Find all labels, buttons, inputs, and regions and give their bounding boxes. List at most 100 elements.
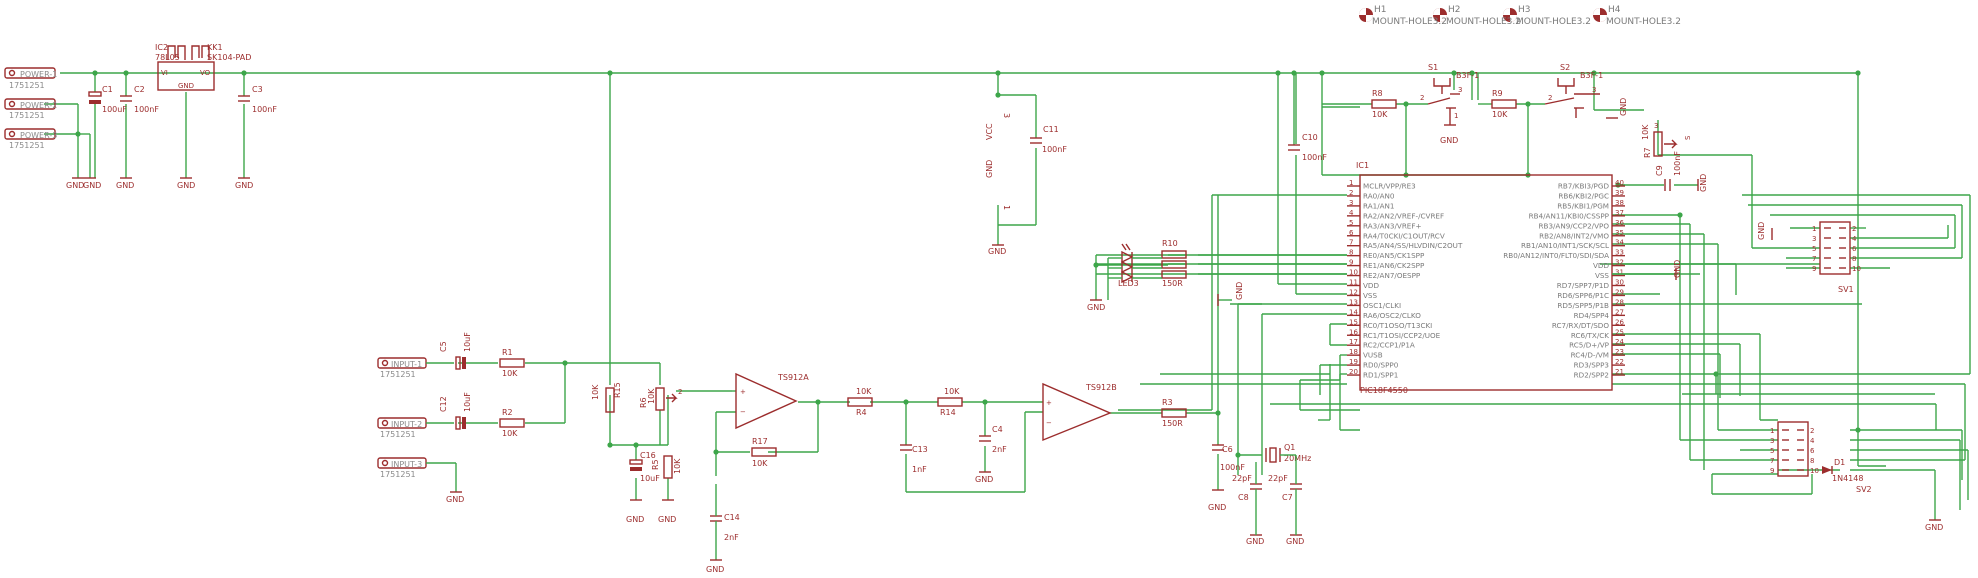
c4-ref: C4 [992, 425, 1003, 434]
mcu-pin-label: RD4/SPP4 [1574, 311, 1610, 320]
mount-hole-icon [1359, 8, 1373, 22]
mount-hole-icon [1593, 8, 1607, 22]
header-pin-number: 3 [1770, 437, 1774, 445]
pin-number: 3 [1002, 113, 1011, 118]
r4-value: 10K [856, 387, 872, 396]
opamp-plus: + [740, 388, 746, 396]
gnd-label: GND [1286, 537, 1304, 546]
pin-number: 2 [1420, 94, 1424, 102]
header-pin-number: 8 [1852, 255, 1856, 263]
pin-label: S [1684, 135, 1692, 140]
mount-hole-ref: H1 [1374, 5, 1387, 15]
mcu-ref: IC1 [1356, 161, 1369, 170]
mcu-pin-number: 19 [1349, 358, 1358, 366]
mcu-pin-label: RE2/AN7/OESPP [1363, 271, 1421, 280]
header-pin-number: 10 [1852, 265, 1861, 273]
analog-front-end: C5 10uF C12 10uF R1 10K R2 10K R15 10K R… [439, 332, 1187, 574]
mcu-value: PIC18F4550 [1360, 386, 1408, 395]
sv1-ref: SV1 [1838, 285, 1854, 294]
decoupling-c10: C10 100nF [1288, 133, 1327, 162]
mcu-left-pins: MCLR/VPP/RE31RA0/AN02RA1/AN13RA2/AN2/VRE… [1347, 179, 1463, 380]
mcu-pin-number: 21 [1615, 368, 1624, 376]
mcu-pin-label: RB6/KBI2/PGC [1558, 191, 1609, 200]
mount-hole-value: MOUNT-HOLE3.2 [1516, 17, 1591, 27]
r14-ref: R14 [940, 408, 956, 417]
mcu-pin-label: RA2/AN2/VREF-/CVREF [1363, 211, 1444, 220]
pin-number: 3 [1458, 86, 1462, 94]
c14-value: 2nF [724, 533, 739, 542]
mcu-pin-number: 12 [1349, 288, 1358, 296]
mount-hole-ref: H3 [1518, 5, 1531, 15]
regulator-pin-vi: VI [161, 69, 168, 77]
gnd-label: GND [1235, 282, 1244, 300]
mcu-pin-number: 4 [1349, 209, 1354, 217]
mcu-pin-label: RC4/D-/VM [1571, 351, 1609, 360]
mcu-pin-number: 35 [1615, 229, 1624, 237]
c11-value: 100nF [1042, 145, 1067, 154]
mcu-pin-label: RC7/RX/DT/SDO [1552, 321, 1609, 330]
r1-ref: R1 [502, 348, 513, 357]
mcu-pin-label: RC2/CCP1/P1A [1363, 341, 1415, 350]
r5-ref: R5 [651, 459, 660, 470]
mcu-pin-label: RD2/SPP2 [1574, 371, 1609, 380]
c2-value: 100nF [134, 105, 159, 114]
connector-label: POWER-2 [20, 101, 57, 110]
header-pin-number: 5 [1812, 245, 1816, 253]
opamp-a-ref: TS912A [777, 373, 809, 382]
header-pin-number: 4 [1852, 235, 1857, 243]
mcu-pin-label: VDD [1363, 281, 1379, 290]
connector-label: POWER-1 [20, 70, 57, 79]
gnd-label: GND [66, 181, 84, 190]
heatsink-value: SK104-PAD [207, 53, 251, 62]
opamp-minus: − [1046, 419, 1052, 427]
mcu-pin-number: 33 [1615, 249, 1624, 257]
r8-ref: R8 [1372, 89, 1383, 98]
connector-value: 1751251 [9, 111, 45, 120]
gnd-label: GND [1619, 98, 1628, 116]
regulator-pin-gnd: GND [178, 82, 194, 90]
led-indicators: R10 150R LED3 GND [1087, 239, 1187, 312]
c1-ref: C1 [102, 85, 113, 94]
pin-number: 1 [1002, 205, 1011, 210]
vcc-label: VCC [985, 123, 994, 140]
mcu-pin-number: 28 [1615, 298, 1624, 306]
mcu-pin-number: 36 [1615, 219, 1624, 227]
header-pin-number: 4 [1810, 437, 1815, 445]
microcontroller: IC1 PIC18F4550 MCLR/VPP/RE31RA0/AN02RA1/… [1347, 161, 1625, 395]
connector-value: 1751251 [380, 470, 416, 479]
pin-number: 2 [678, 388, 682, 396]
mcu-pin-number: 11 [1349, 279, 1358, 287]
mcu-pin-label: RC5/D+/VP [1569, 341, 1610, 350]
s1-value: B3F-1 [1456, 71, 1479, 80]
mcu-pin-label: RD3/SPP3 [1574, 361, 1609, 370]
mcu-pin-number: 3 [1349, 199, 1353, 207]
header-pin-number: 8 [1810, 457, 1814, 465]
mcu-pin-number: 29 [1615, 288, 1624, 296]
c4-value: 2nF [992, 445, 1007, 454]
d1-value: 1N4148 [1832, 474, 1863, 483]
header-pin-number: 5 [1770, 447, 1774, 455]
gnd-label: GND [975, 475, 993, 484]
r17-value: 10K [752, 459, 768, 468]
gnd-label: GND [116, 181, 134, 190]
header-pin-number: 7 [1770, 457, 1774, 465]
switch-s1: R8 10K S1 B3F-1 2 3 1 GND [1371, 63, 1479, 145]
header-pin-number: 2 [1852, 225, 1856, 233]
mcu-pin-number: 38 [1615, 199, 1624, 207]
mount-hole-value: MOUNT-HOLE3.2 [1446, 17, 1521, 27]
mcu-pin-number: 26 [1615, 318, 1624, 326]
mount-hole-ref: H4 [1608, 5, 1621, 15]
input-connectors: INPUT-1 1751251 INPUT-2 1751251 INPUT-3 … [377, 357, 464, 504]
mcu-pin-number: 18 [1349, 348, 1358, 356]
mcu-pin-label: RC0/T1OSO/T13CKI [1363, 321, 1432, 330]
mcu-pin-number: 13 [1349, 298, 1358, 306]
r1-value: 10K [502, 369, 518, 378]
c7-ref: C7 [1282, 493, 1293, 502]
c11-ref: C11 [1043, 125, 1059, 134]
mcu-pin-number: 39 [1615, 189, 1624, 197]
mcu-pin-label: RB2/AN8/INT2/VMO [1539, 231, 1609, 240]
connector-label: INPUT-3 [391, 460, 422, 469]
decoupling-c9: C9 100nF GND [1655, 151, 1708, 192]
